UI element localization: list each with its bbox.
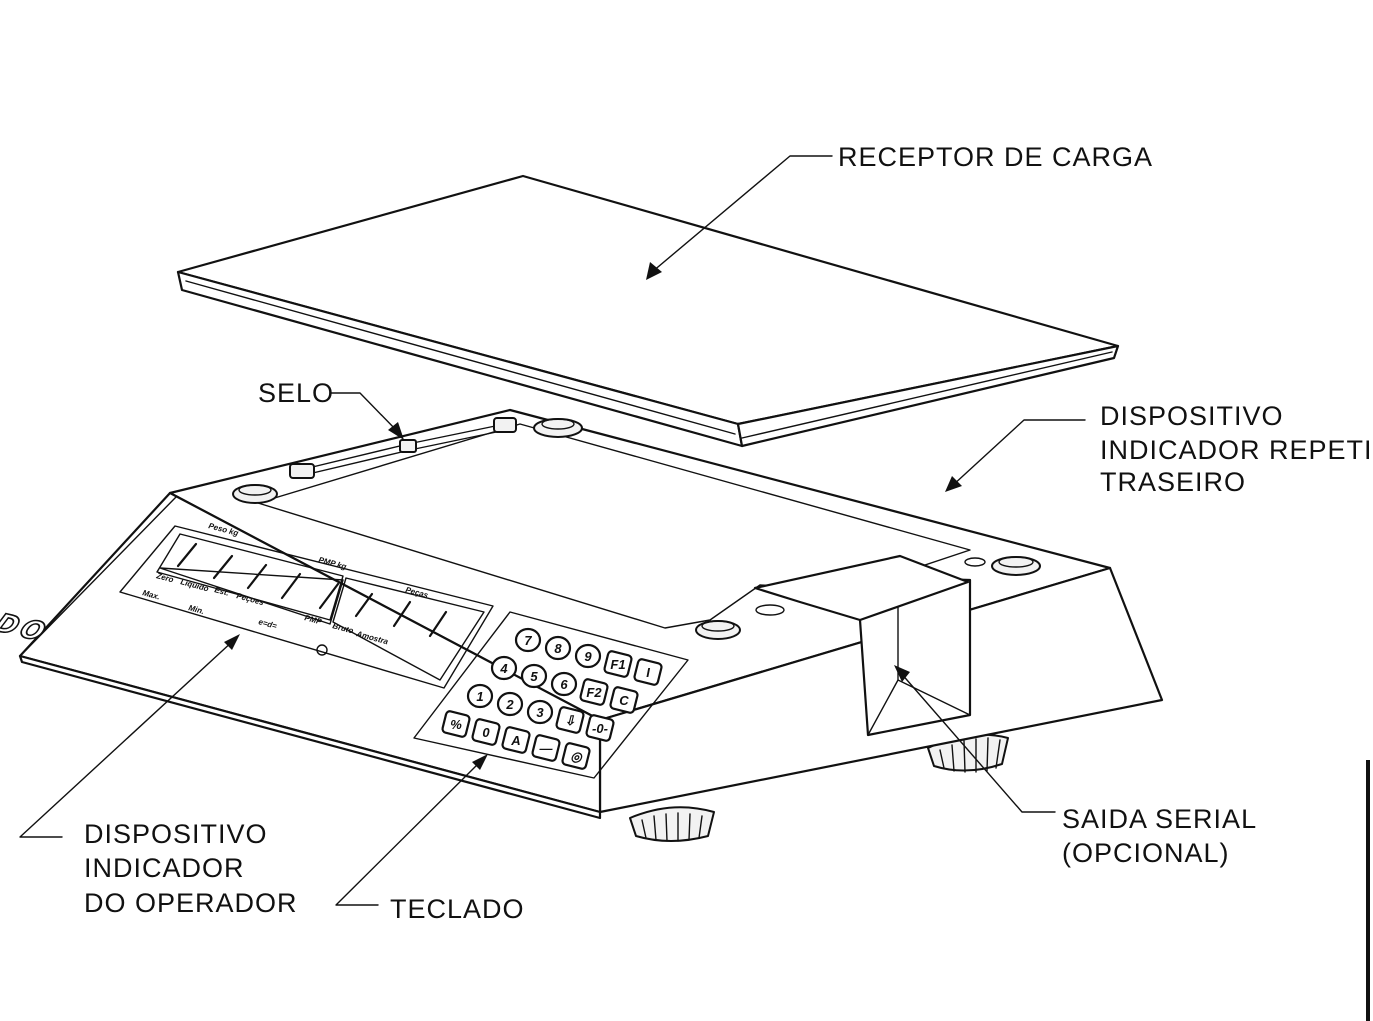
keypad-key[interactable]: 5 <box>520 663 548 689</box>
keypad-key-label: 9 <box>584 649 592 664</box>
keypad-key-shape[interactable] <box>501 726 531 754</box>
keypad-key-shape[interactable] <box>633 658 663 686</box>
label-teclado: TECLADO <box>390 894 525 924</box>
keypad-key-shape[interactable] <box>574 643 602 669</box>
keypad-key-label: -0- <box>592 721 608 736</box>
keypad-key-label: F2 <box>586 685 602 700</box>
label-saida-line2: (OPCIONAL) <box>1062 838 1230 868</box>
keypad-key[interactable]: I <box>633 658 663 686</box>
keypad-key[interactable]: F1 <box>603 650 633 678</box>
keypad-key-shape[interactable] <box>531 734 561 762</box>
leveling-knob-back <box>533 418 583 438</box>
keypad-key-shape[interactable] <box>514 627 542 653</box>
keypad-key[interactable]: ⇩ <box>555 706 585 734</box>
keypad-key-shape[interactable] <box>585 714 615 742</box>
keypad-key-shape[interactable] <box>520 663 548 689</box>
keypad-key[interactable]: 2 <box>496 691 524 717</box>
leader-lines <box>19 155 1086 906</box>
keypad-key-shape[interactable] <box>496 691 524 717</box>
label-operador-line2: INDICADOR <box>84 853 245 883</box>
keypad-key-shape[interactable] <box>490 655 518 681</box>
keypad-key-label: I <box>646 665 650 680</box>
keypad-key-label: % <box>450 717 462 732</box>
keypad-key-label: 8 <box>554 641 562 656</box>
keypad-key-shape[interactable] <box>526 699 554 725</box>
keypad-key-label: F1 <box>610 657 625 672</box>
label-operador-line3: DO OPERADOR <box>84 888 298 918</box>
keypad-key[interactable]: -0- <box>585 714 615 742</box>
leveling-knob-front <box>695 620 741 640</box>
keypad-key[interactable]: ◎ <box>561 742 591 770</box>
keypad-key-label: ⇩ <box>565 713 576 728</box>
label-repetidor-line3: TRASEIRO <box>1100 467 1246 497</box>
keypad-key-shape[interactable] <box>609 686 639 714</box>
label-repetidor-line1: DISPOSITIVO <box>1100 401 1284 431</box>
label-receptor-de-carga: RECEPTOR DE CARGA <box>838 142 1153 172</box>
keypad-key[interactable]: 6 <box>550 671 578 697</box>
keypad-key[interactable]: 7 <box>514 627 542 653</box>
keypad-key-shape[interactable] <box>544 635 572 661</box>
keypad-key-label: 1 <box>476 689 483 704</box>
leveling-knob-right <box>991 556 1041 576</box>
seal-wire <box>289 417 517 479</box>
keypad-key-label: 4 <box>499 661 508 676</box>
serial-port-cutout <box>753 554 972 737</box>
label-saida-line1: SAIDA SERIAL <box>1062 804 1257 834</box>
label-max: Max. <box>141 588 161 601</box>
keypad-key-shape[interactable] <box>441 710 471 738</box>
keypad-key-label: A <box>510 733 520 748</box>
keypad-key-shape[interactable] <box>550 671 578 697</box>
leveling-knob-left <box>232 484 278 504</box>
keypad-key-label: 6 <box>560 677 568 692</box>
scale-base: Peso kg PMP kg Peças Zero Líquido Est. P… <box>0 408 1164 842</box>
keypad-key-label: — <box>539 741 554 756</box>
label-repetidor-line2: INDICADOR REPETIDOR <box>1100 435 1373 465</box>
callout-labels: RECEPTOR DE CARGA SELO DISPOSITIVO INDIC… <box>84 142 1373 924</box>
keypad-key-shape[interactable] <box>555 706 585 734</box>
keypad-key[interactable]: A <box>501 726 531 754</box>
keypad-key[interactable]: 4 <box>490 655 518 681</box>
keypad-key[interactable]: F2 <box>579 678 609 706</box>
keypad-key-label: ◎ <box>570 749 583 764</box>
label-est: Est. <box>213 585 230 597</box>
keypad-key-label: 3 <box>536 705 544 720</box>
keypad-key-label: 2 <box>505 697 514 712</box>
keypad-key[interactable]: 1 <box>466 683 494 709</box>
keypad-key-shape[interactable] <box>561 742 591 770</box>
label-operador-line1: DISPOSITIVO <box>84 819 268 849</box>
keypad-key[interactable]: 9 <box>574 643 602 669</box>
keypad-key-shape[interactable] <box>579 678 609 706</box>
keypad-key[interactable]: 0 <box>471 718 501 746</box>
load-receptor-pan <box>176 174 1120 448</box>
keypad-key-shape[interactable] <box>471 718 501 746</box>
keypad-key-label: 7 <box>524 633 532 648</box>
keypad-key-shape[interactable] <box>603 650 633 678</box>
keypad-key[interactable]: % <box>441 710 471 738</box>
keypad-key[interactable]: 8 <box>544 635 572 661</box>
keypad-key-label: C <box>619 693 629 708</box>
keypad-key-shape[interactable] <box>466 683 494 709</box>
keypad-key[interactable]: 3 <box>526 699 554 725</box>
keypad-key[interactable]: — <box>531 734 561 762</box>
label-min: Min. <box>187 603 205 616</box>
keypad-key-label: 0 <box>482 725 490 740</box>
keypad-key[interactable]: C <box>609 686 639 714</box>
label-selo: SELO <box>258 378 334 408</box>
keypad-key-label: 5 <box>530 669 538 684</box>
display-digits <box>176 542 448 638</box>
foot-front <box>629 806 715 842</box>
